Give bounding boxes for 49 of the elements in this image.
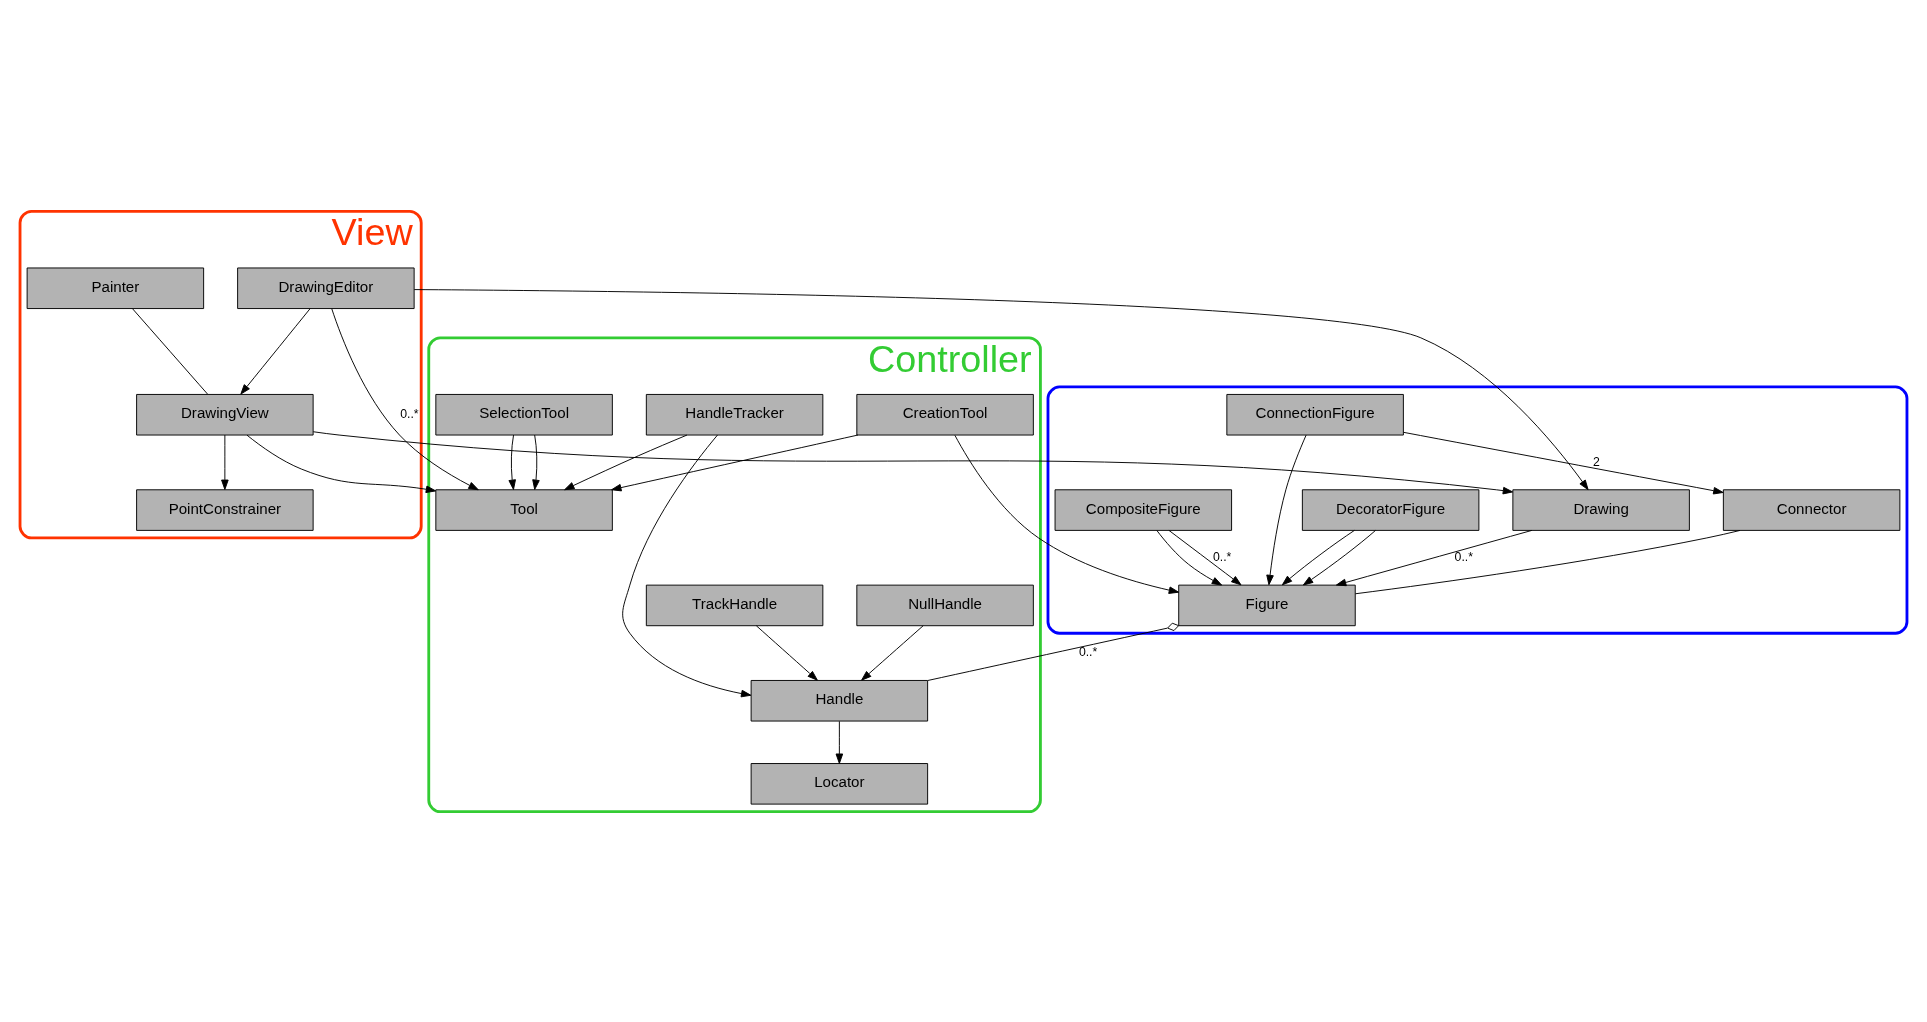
node-box: ConnectionFigure [1226, 393, 1404, 435]
node-box: NullHandle [856, 584, 1034, 626]
arrow [755, 624, 818, 681]
arrow [240, 307, 311, 395]
edge-label: 0..* [1078, 644, 1098, 659]
connector [132, 307, 208, 395]
arrow [1302, 529, 1377, 585]
node-box: CompositeFigure [1054, 488, 1233, 531]
node-box: DrawingView [136, 393, 314, 435]
node-box: Locator [750, 762, 929, 805]
arrow [1403, 431, 1724, 494]
node-box: Connector [1722, 488, 1901, 531]
arrow [835, 720, 844, 764]
arrow [312, 430, 1514, 494]
connector [1355, 529, 1741, 594]
node-box: DrawingEditor [237, 267, 415, 309]
arrow [564, 434, 688, 490]
edge-label: 2 [1593, 454, 1600, 469]
arrow [331, 307, 479, 490]
arrow [1168, 529, 1242, 585]
arrow [1281, 529, 1355, 585]
arrow [221, 434, 229, 490]
arrow [1335, 529, 1533, 586]
connector [927, 622, 1180, 681]
arrow [1266, 434, 1307, 585]
arrow [622, 434, 752, 697]
edge-label: 0..* [1212, 549, 1232, 564]
node-box: Tool [435, 488, 613, 531]
arrow [861, 624, 924, 681]
node-box: PointConstrainer [136, 488, 314, 531]
arrow [1156, 529, 1223, 586]
node-box: DecoratorFigure [1301, 488, 1480, 531]
edge-label: 0..* [1454, 549, 1473, 564]
node-box: HandleTracker [645, 393, 824, 435]
arrow [246, 434, 437, 493]
arrow [954, 434, 1180, 594]
arrow [532, 434, 540, 490]
node-box: TrackHandle [645, 584, 824, 626]
node-box: Drawing [1512, 488, 1690, 531]
arrow [413, 288, 1589, 490]
node-box: Handle [750, 679, 929, 721]
arrow [611, 434, 859, 491]
node-box: CreationTool [856, 393, 1034, 435]
arrow [508, 434, 516, 490]
edge-label: 0..* [400, 406, 419, 421]
node-box: SelectionTool [435, 393, 613, 435]
node-box: Painter [26, 267, 205, 309]
cluster [1046, 385, 1909, 635]
node-box: Figure [1178, 584, 1356, 626]
